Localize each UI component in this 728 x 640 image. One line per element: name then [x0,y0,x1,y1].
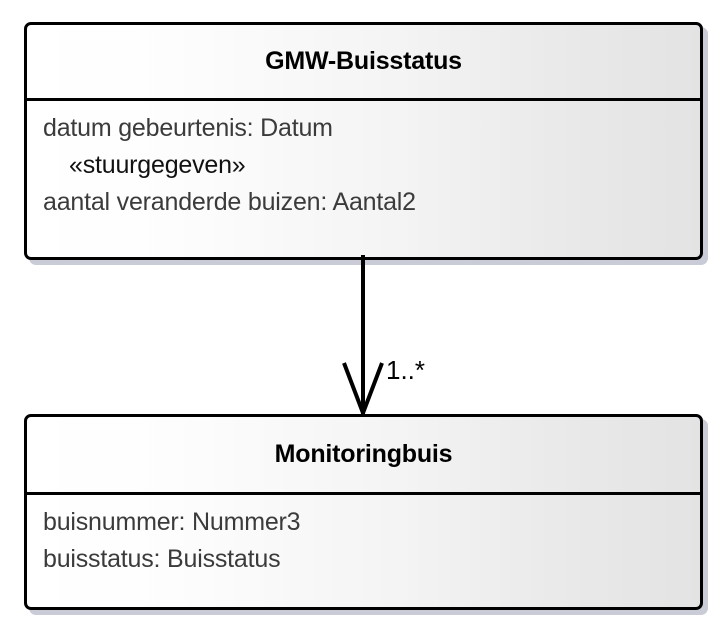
multiplicity-label-target: 1..* [386,355,426,385]
uml-attribute-stereotype: «stuurgegeven» [69,151,246,179]
association-connector[interactable] [330,255,400,419]
uml-attribute-compartment-gmw-buisstatus: datum gebeurtenis: Datum «stuurgegeven» … [27,101,700,221]
uml-class-gmw-buisstatus[interactable]: GMW-Buisstatus datum gebeurtenis: Datum … [24,22,703,260]
uml-attribute: buisnummer: Nummer3 [43,508,301,536]
uml-attribute-compartment-monitoringbuis: buisnummer: Nummer3 buisstatus: Buisstat… [27,495,700,578]
uml-attribute: datum gebeurtenis: Datum [43,114,333,142]
uml-class-monitoringbuis[interactable]: Monitoringbuis buisnummer: Nummer3 buiss… [24,414,703,610]
arrowhead-open-icon [342,362,384,419]
uml-class-name-gmw-buisstatus: GMW-Buisstatus [27,25,700,101]
uml-class-name-monitoringbuis: Monitoringbuis [27,417,700,495]
uml-attribute: aantal veranderde buizen: Aantal2 [43,188,416,216]
uml-attribute: buisstatus: Buisstatus [43,545,281,573]
